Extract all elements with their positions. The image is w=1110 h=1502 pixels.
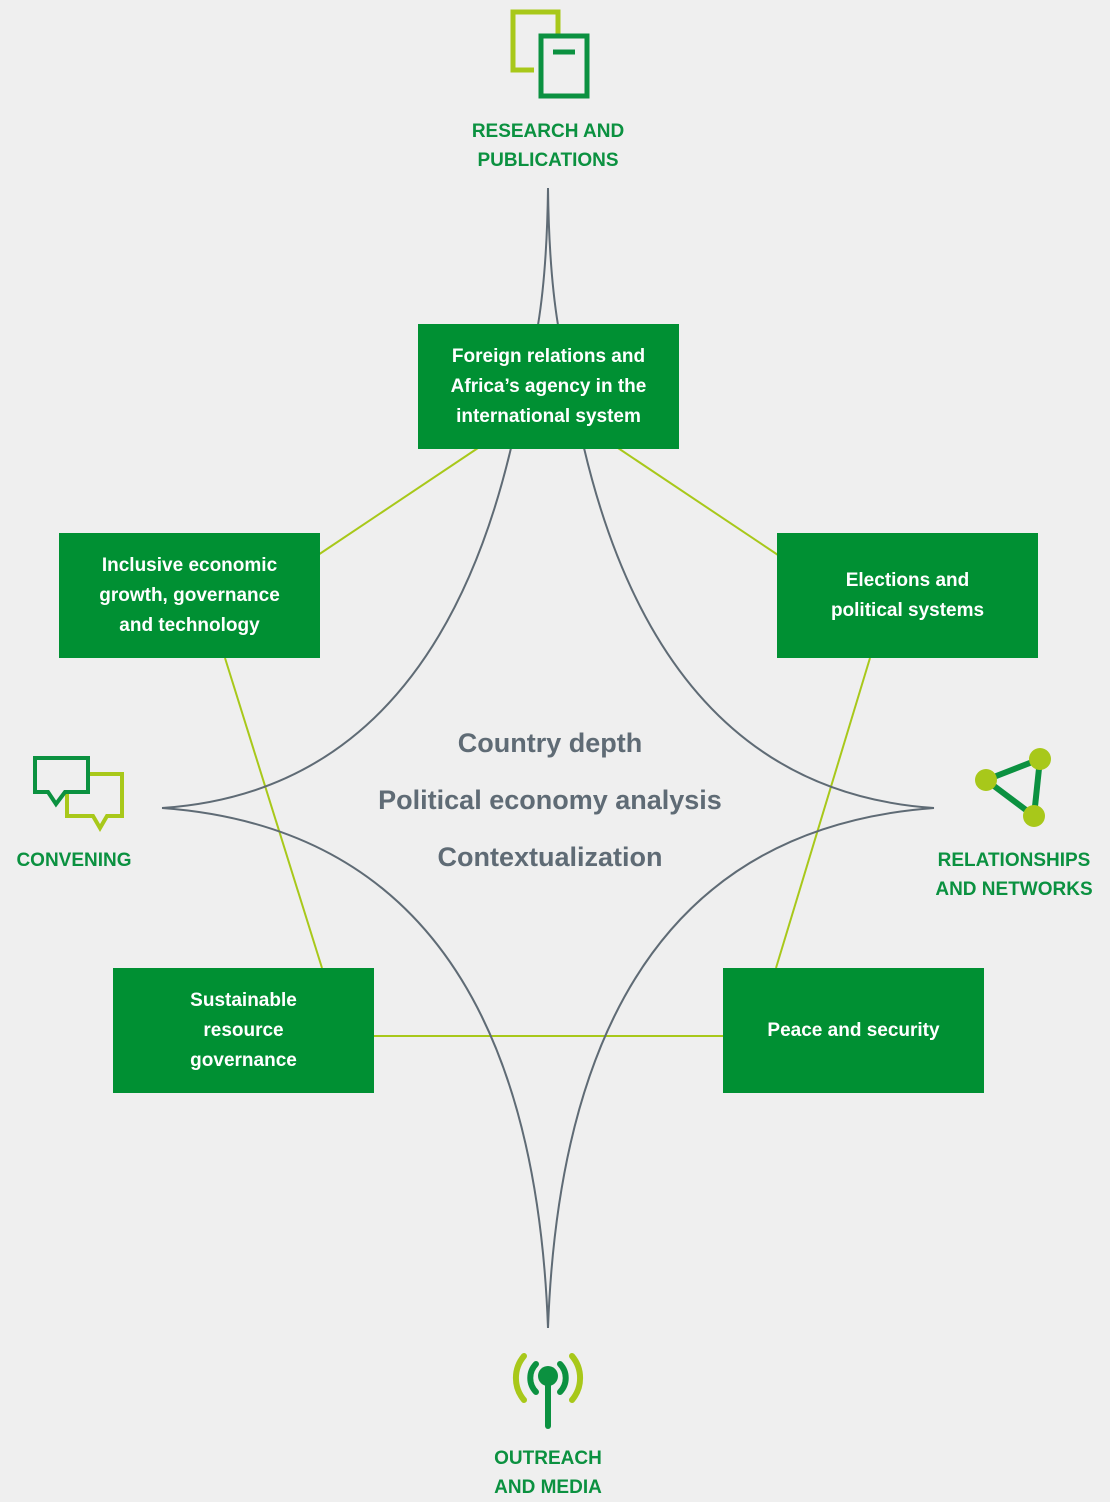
connector-top-right	[617, 447, 779, 556]
channel-label-research: RESEARCH AND PUBLICATIONS	[471, 121, 625, 171]
network-triangle-icon	[975, 748, 1051, 827]
speech-bubbles-icon	[33, 756, 124, 832]
center-text-contextualization: Contextualization	[437, 842, 663, 872]
connector-top-left	[317, 447, 479, 556]
connector-left	[224, 657, 323, 969]
channel-label-relationships: RELATIONSHIPS AND NETWORKS	[935, 850, 1093, 900]
curve-top-right	[583, 447, 935, 809]
curve-top-left	[161, 447, 512, 809]
curve-bottom-right	[547, 807, 935, 1329]
broadcast-antenna-icon	[512, 1353, 584, 1429]
center-text-political-economy: Political economy analysis	[378, 785, 722, 815]
theme-box-elections: Elections and political systems	[777, 533, 1038, 658]
documents-icon	[510, 9, 590, 99]
channel-label-outreach: OUTREACH AND MEDIA	[494, 1448, 602, 1498]
curve-bottom-left	[161, 807, 549, 1329]
connector-right	[775, 657, 871, 969]
curve-top-upper-left	[537, 187, 549, 326]
theme-box-foreign-relations: Foreign relations and Africa’s agency in…	[418, 324, 679, 449]
curve-top-upper-right	[547, 187, 559, 326]
theme-box-sustainable-resources: Sustainable resource governance	[113, 968, 374, 1093]
center-text-country-depth: Country depth	[457, 728, 643, 758]
theme-box-inclusive-growth: Inclusive economic growth, governance an…	[59, 533, 320, 658]
theme-box-peace-security: Peace and security	[723, 968, 984, 1093]
channel-label-convening: CONVENING	[16, 850, 132, 871]
